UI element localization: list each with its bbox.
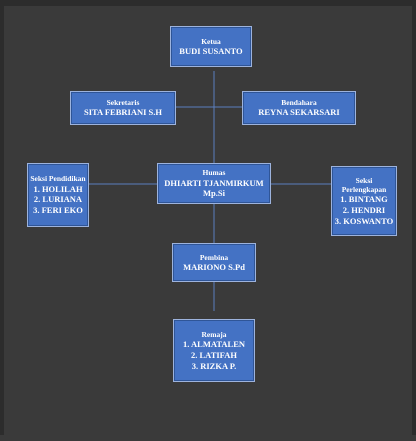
seksi-perlengkapan-member: 2. HENDRI (342, 205, 386, 216)
ketua-box: Ketua BUDI SUSANTO (170, 26, 252, 67)
pembina-role: Pembina (199, 252, 229, 262)
ketua-name: BUDI SUSANTO (179, 45, 243, 56)
seksi-perlengkapan-role: Seksi Perlengkapan (341, 175, 387, 195)
bendahara-role: Bendahara (281, 98, 317, 107)
remaja-member: 2. LATIFAH (191, 349, 237, 360)
seksi-perlengkapan-box: Seksi Perlengkapan 1. BINTANG 2. HENDRI … (331, 166, 397, 236)
remaja-box: Remaja 1. ALMATALEN 2. LATIFAH 3. RIZKA … (173, 319, 255, 382)
remaja-member: 1. ALMATALEN (182, 339, 246, 350)
bendahara-name: REYNA SEKARSARI (258, 107, 340, 118)
ketua-role: Ketua (201, 36, 221, 46)
remaja-member: 3. RIZKA P. (191, 360, 237, 371)
humas-role: Humas (202, 168, 226, 178)
sekretaris-box: Sekretaris SITA FEBRIANI S.H (70, 91, 176, 125)
sekretaris-name: SITA FEBRIANI S.H (83, 107, 163, 118)
seksi-pendidikan-member: 1. HOLILAH (33, 183, 83, 194)
humas-title: Mp.Si (203, 188, 225, 199)
seksi-pendidikan-member: 2. LURIANA (33, 194, 83, 205)
seksi-pendidikan-member: 3. FERI EKO (33, 205, 83, 215)
pembina-name: MARIONO S.Pd (183, 261, 245, 272)
seksi-pendidikan-role: Seksi Pendidikan (30, 174, 86, 184)
sekretaris-role: Sekretaris (106, 98, 140, 107)
remaja-role: Remaja (201, 329, 227, 339)
seksi-perlengkapan-member: 3. KOSWANTO (334, 215, 394, 226)
seksi-pendidikan-box: Seksi Pendidikan 1. HOLILAH 2. LURIANA 3… (27, 163, 89, 227)
bendahara-box: Bendahara REYNA SEKARSARI (242, 91, 356, 125)
seksi-perlengkapan-member: 1. BINTANG (340, 194, 388, 205)
humas-box: Humas DHIARTI TJANMIRKUM Mp.Si (157, 163, 271, 204)
humas-name: DHIARTI TJANMIRKUM (164, 177, 264, 188)
pembina-box: Pembina MARIONO S.Pd (172, 243, 256, 282)
